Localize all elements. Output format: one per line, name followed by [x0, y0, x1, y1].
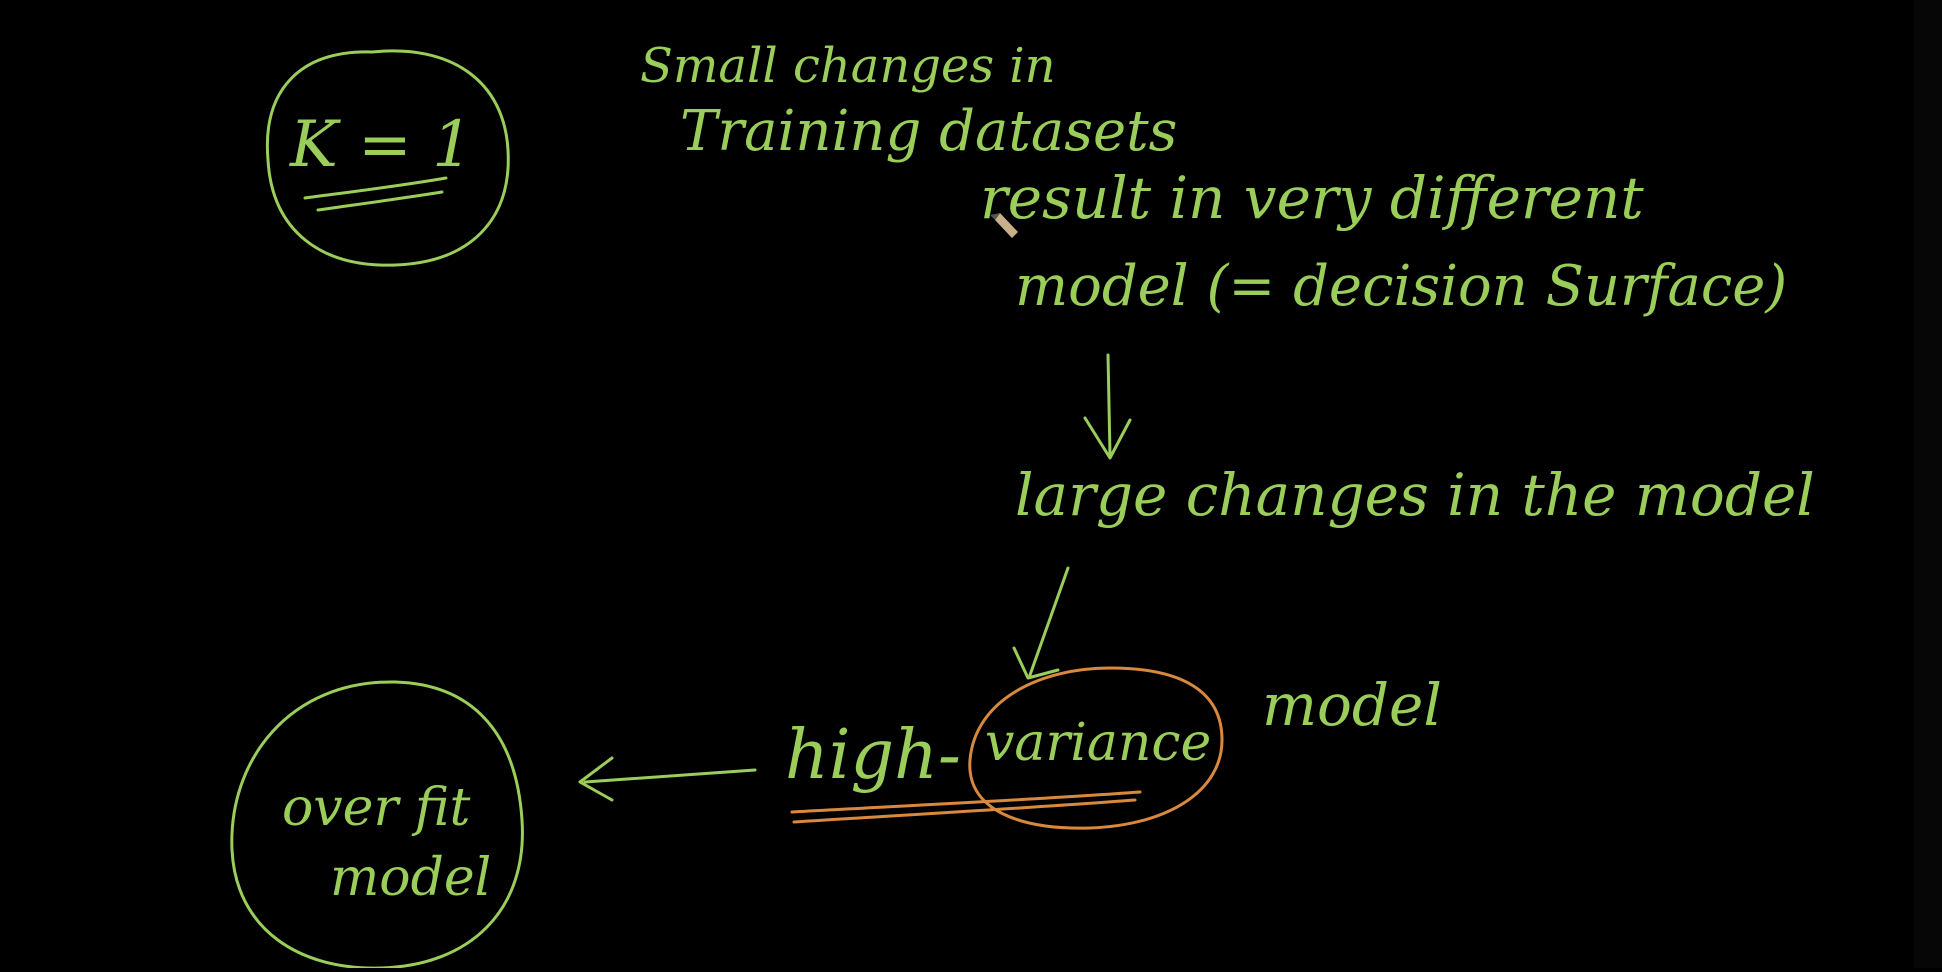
- k-value-underline-2: [316, 190, 444, 212]
- right-edge-shade: [1914, 0, 1942, 968]
- overfit-group: over fit model: [230, 680, 524, 970]
- text-small-changes-in: Small changes in: [640, 38, 1056, 94]
- text-model-decision-surface: model (= decision Surface): [1015, 254, 1787, 319]
- variance-underline-1: [790, 790, 1142, 814]
- k-value-circle: [265, 49, 510, 267]
- down-arrow-icon: [1083, 353, 1132, 460]
- diagonal-arrow-icon: [1012, 566, 1070, 680]
- text-high: high-: [785, 716, 961, 795]
- k-value-group: K = 1: [265, 49, 510, 267]
- pencil-cursor-icon: [990, 213, 1018, 238]
- k-value-label: K = 1: [289, 108, 473, 182]
- k-value-underline-1: [303, 176, 448, 200]
- left-arrow-icon: [578, 756, 757, 802]
- variance-underline-2: [792, 798, 1137, 824]
- variance-orange-circle: [968, 666, 1224, 830]
- text-large-changes-in-the-model: large changes in the model: [1015, 461, 1815, 529]
- text-model-after-variance: model: [1262, 671, 1442, 739]
- text-training-datasets: Training datasets: [680, 99, 1177, 164]
- text-result-in-very-different: result in very different: [980, 164, 1644, 232]
- text-variance: variance: [985, 713, 1211, 773]
- overfit-label-line1: over fit: [282, 778, 471, 838]
- overfit-label-line2: model: [330, 848, 491, 908]
